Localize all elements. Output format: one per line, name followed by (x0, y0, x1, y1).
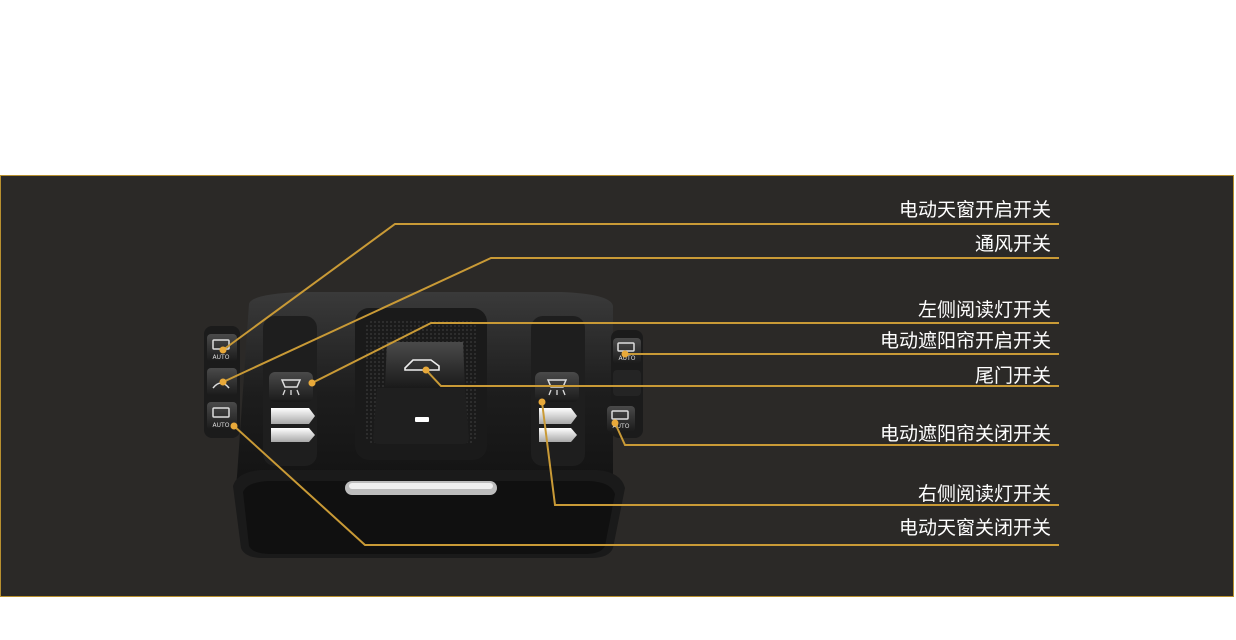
label-right-reading-light: 右侧阅读灯开关 (918, 483, 1051, 505)
left-light-lens-lower (271, 428, 315, 442)
label-ventilation: 通风开关 (975, 233, 1051, 255)
auto-mark: AUTO (213, 354, 230, 361)
center-module (355, 308, 487, 460)
tailgate-button[interactable] (385, 342, 465, 388)
dot-ventilation (220, 379, 227, 386)
dot-sunshade-open (622, 351, 629, 358)
label-sunshade-open: 电动遮阳帘开启开关 (880, 330, 1051, 352)
label-sunroof-close: 电动天窗关闭开关 (899, 517, 1051, 539)
left-reading-light-module (263, 316, 317, 466)
left-light-lens-upper (271, 408, 315, 424)
dot-sunshade-close (612, 420, 619, 427)
label-left-reading-light: 左侧阅读灯开关 (918, 299, 1051, 321)
dot-tailgate (423, 367, 430, 374)
label-tailgate: 尾门开关 (975, 365, 1051, 387)
label-sunshade-close: 电动遮阳帘关闭开关 (880, 423, 1051, 445)
dot-right-reading-light (539, 399, 546, 406)
dot-sunroof-open (220, 347, 227, 354)
label-sunroof-open: 电动天窗开启开关 (899, 199, 1051, 221)
dot-left-reading-light (309, 380, 316, 387)
auto-mark: AUTO (213, 422, 230, 429)
dot-sunroof-close (231, 423, 238, 430)
callout-labels: 电动天窗开启开关 通风开关 左侧阅读灯开关 电动遮阳帘开启开关 尾门开关 电动遮… (880, 199, 1051, 539)
right-reading-light-module (531, 316, 585, 466)
overhead-console-diagram: AUTO AUTO AUTO AUTO (1, 176, 1234, 597)
indicator-light (415, 417, 429, 422)
diagram-panel: AUTO AUTO AUTO AUTO (0, 175, 1234, 597)
